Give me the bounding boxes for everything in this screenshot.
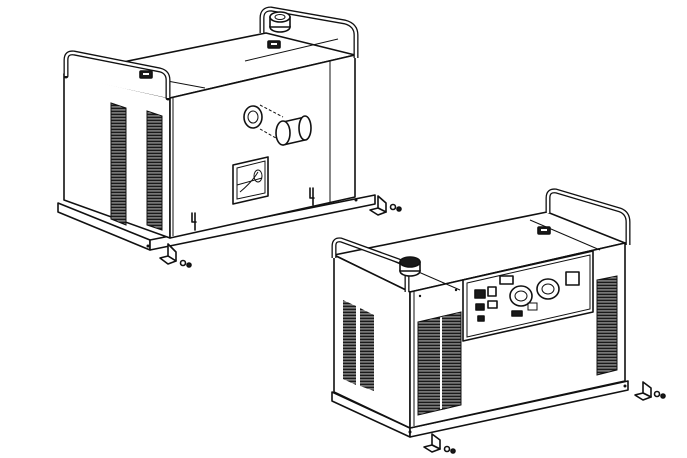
fuel-cap bbox=[399, 256, 421, 277]
top-latches bbox=[139, 40, 281, 79]
side-clamps bbox=[191, 187, 315, 231]
bolt-hole bbox=[408, 430, 412, 434]
front-louvers bbox=[417, 275, 618, 416]
panel-switch bbox=[487, 286, 497, 297]
lifting-handle-right bbox=[545, 188, 631, 245]
end-louvers bbox=[110, 102, 163, 231]
mounting-bracket-right bbox=[634, 381, 666, 401]
panel-meter bbox=[474, 289, 486, 299]
panel-breaker bbox=[487, 300, 498, 309]
panel-indicator bbox=[511, 310, 523, 317]
fuel-cap bbox=[269, 11, 291, 33]
generator-rear-view bbox=[57, 6, 402, 268]
control-panel bbox=[462, 250, 594, 342]
generator-front-view bbox=[331, 188, 666, 454]
mounting-bracket-left bbox=[159, 243, 192, 268]
lifting-handle-left bbox=[63, 50, 171, 101]
panel-indicator bbox=[477, 315, 485, 322]
top-latches bbox=[537, 226, 551, 235]
mounting-bracket-left bbox=[423, 433, 456, 454]
lifting-handle-right bbox=[259, 6, 359, 58]
bolt-hole bbox=[146, 244, 150, 248]
end-louvers bbox=[343, 300, 374, 391]
panel-socket bbox=[565, 271, 580, 286]
mounting-bracket-right bbox=[369, 195, 402, 216]
access-window bbox=[232, 156, 269, 205]
bolt-hole bbox=[354, 198, 358, 202]
panel-socket bbox=[499, 275, 514, 285]
panel-indicator bbox=[475, 303, 485, 311]
power-outlet bbox=[509, 285, 533, 307]
exhaust-outlet bbox=[243, 104, 312, 146]
power-outlet bbox=[536, 278, 560, 300]
bolt-hole bbox=[623, 384, 627, 388]
